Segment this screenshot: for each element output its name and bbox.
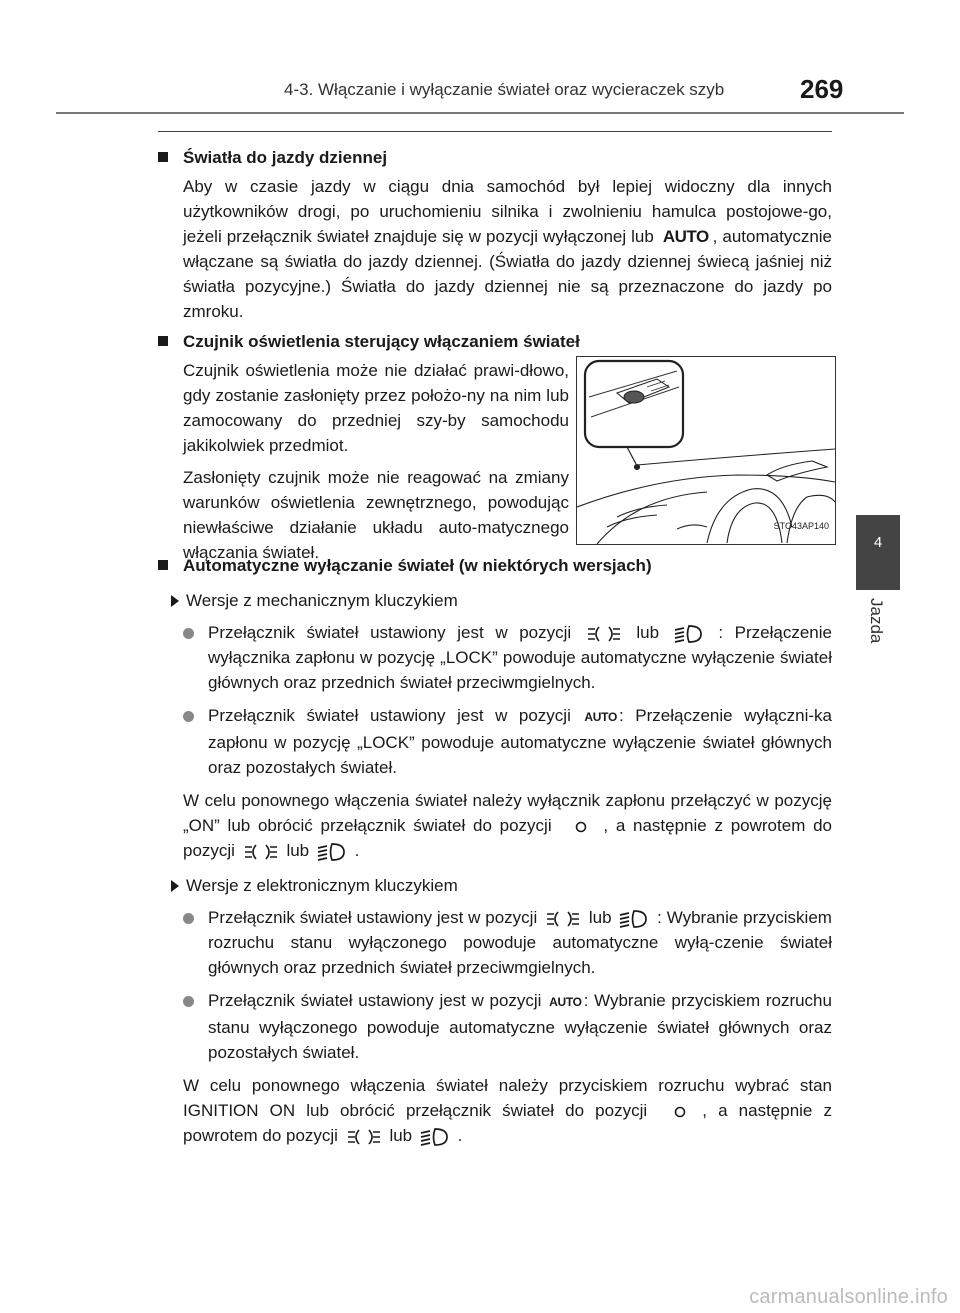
- figure-id: STO43AP140: [773, 521, 829, 531]
- headlights-icon: [674, 624, 702, 643]
- list-item: Przełącznik świateł ustawiony jest w poz…: [158, 988, 832, 1065]
- section-heading-auto-off: Automatyczne wyłączanie świateł (w niekt…: [158, 553, 832, 578]
- circle-bullet-icon: [183, 996, 194, 1007]
- page-number: 269: [800, 74, 844, 104]
- list-item: Przełącznik świateł ustawiony jest w poz…: [158, 703, 832, 780]
- off-icon: [674, 1106, 686, 1117]
- parking-lights-icon: [244, 843, 277, 860]
- chapter-label: Jazda: [867, 598, 886, 644]
- auto-icon: AUTO: [584, 710, 617, 724]
- triangle-bullet-icon: [171, 595, 179, 607]
- square-bullet-icon: [158, 560, 168, 570]
- header-rule: [56, 112, 904, 114]
- circle-bullet-icon: [183, 628, 194, 639]
- headlights-icon: [317, 842, 345, 861]
- paragraph-sensor-2: Zasłonięty czujnik może nie reagować na …: [183, 468, 569, 562]
- headlights-icon: [420, 1127, 448, 1146]
- auto-icon: AUTO: [662, 227, 709, 246]
- paragraph-mech-note: W celu ponownego włączenia świateł należ…: [158, 788, 832, 863]
- page-header-title: 4-3. Włączanie i wyłączanie świateł oraz…: [284, 80, 725, 99]
- subheading-electronic-key: Wersje z elektronicznym kluczykiem: [158, 873, 832, 898]
- parking-lights-icon: [547, 910, 580, 927]
- circle-bullet-icon: [183, 913, 194, 924]
- off-icon: [576, 821, 587, 832]
- dashboard-illustration: [576, 359, 836, 545]
- section-heading-sensor: Czujnik oświetlenia sterujący włączaniem…: [158, 329, 832, 354]
- auto-icon: AUTO: [549, 995, 582, 1009]
- watermark: carmanualsonline.info: [749, 1286, 948, 1308]
- sensor-block: Czujnik oświetlenia może nie działać pra…: [158, 356, 836, 562]
- paragraph-sensor-1: Czujnik oświetlenia może nie działać pra…: [183, 361, 569, 455]
- subheading-mechanical-key: Wersje z mechanicznym kluczykiem: [158, 588, 832, 613]
- list-item: Przełącznik świateł ustawiony jest w poz…: [158, 905, 832, 980]
- paragraph-elec-note: W celu ponownego włączenia świateł należ…: [158, 1073, 832, 1148]
- parking-lights-icon: [347, 1128, 380, 1145]
- square-bullet-icon: [158, 152, 168, 162]
- parking-lights-icon: [587, 625, 620, 642]
- list-item: Przełącznik świateł ustawiony jest w poz…: [158, 620, 832, 695]
- page-content: Światła do jazdy dziennej Aby w czasie j…: [158, 145, 836, 1153]
- chapter-tab: 4: [856, 515, 900, 590]
- section-rule: [158, 131, 832, 132]
- dashboard-sensor-figure: STO43AP140: [576, 356, 836, 545]
- circle-bullet-icon: [183, 711, 194, 722]
- paragraph-drl: Aby w czasie jazdy w ciągu dnia samochód…: [183, 177, 832, 321]
- triangle-bullet-icon: [171, 880, 179, 892]
- square-bullet-icon: [158, 336, 168, 346]
- headlights-icon: [620, 909, 648, 928]
- section-heading-drl: Światła do jazdy dziennej: [158, 145, 832, 170]
